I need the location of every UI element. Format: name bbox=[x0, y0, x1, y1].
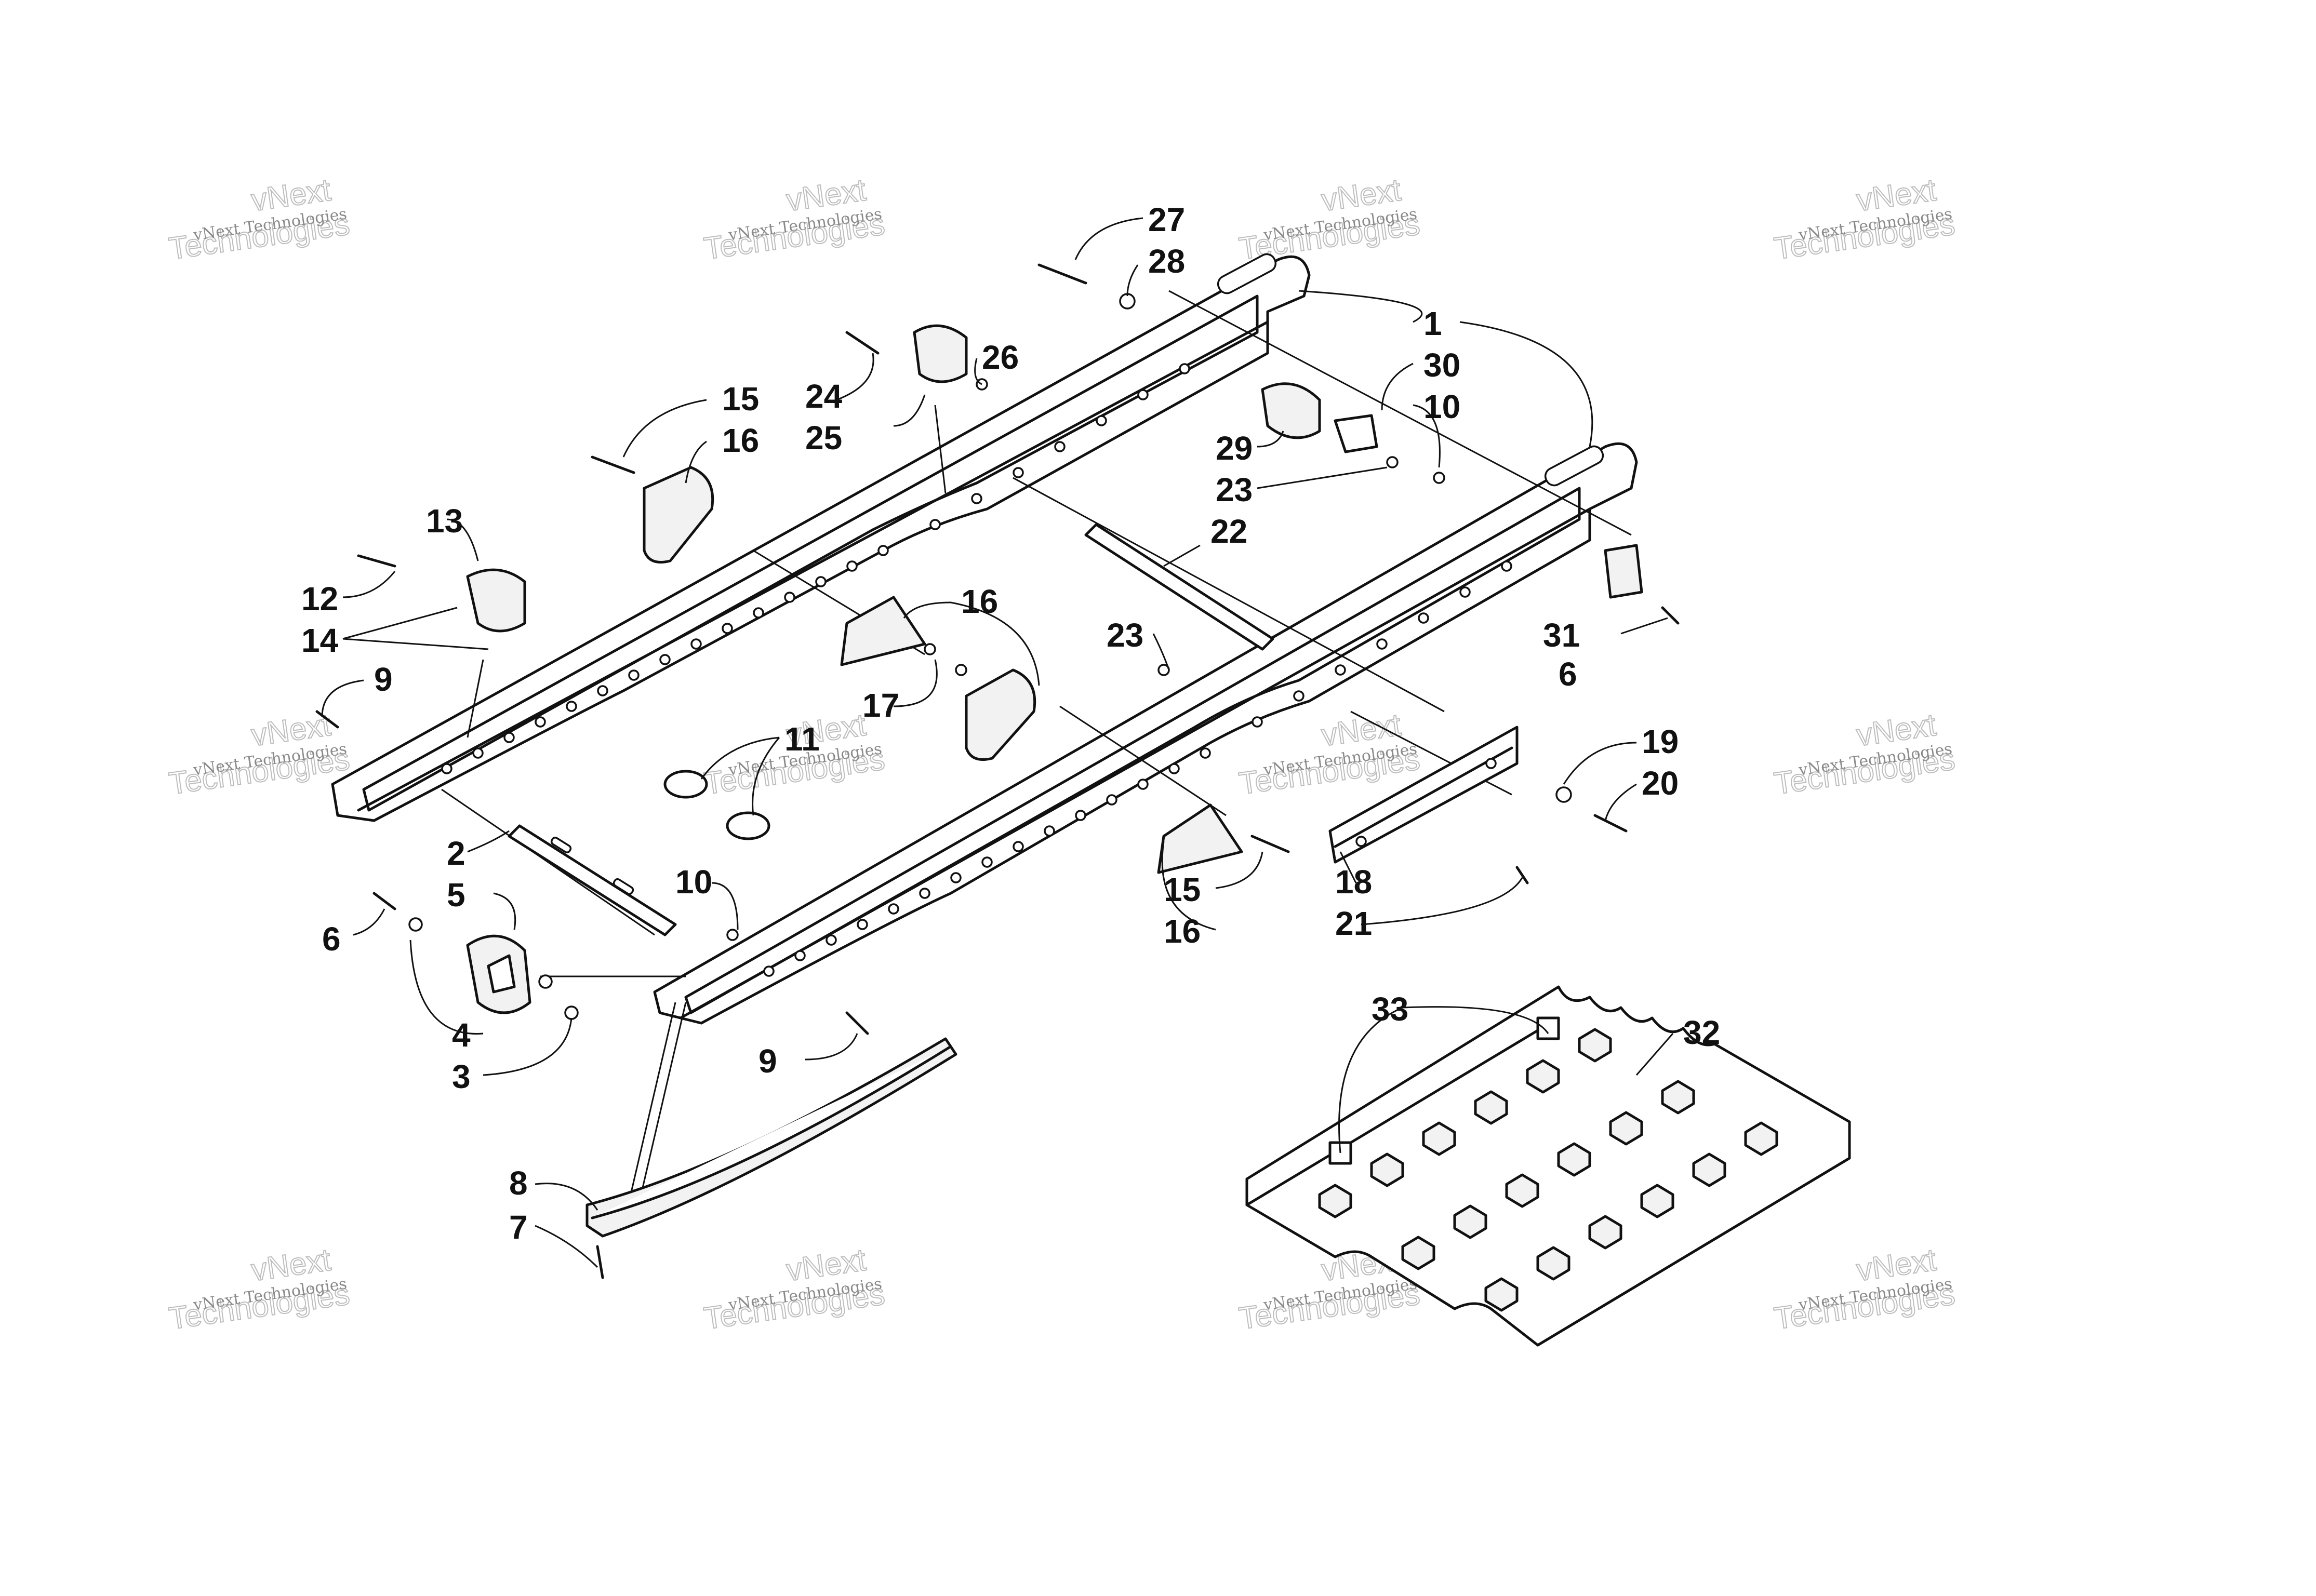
callout-11: 11 bbox=[784, 720, 820, 758]
callout-22: 22 bbox=[1210, 513, 1247, 550]
callout-32: 32 bbox=[1683, 1014, 1720, 1051]
track-lugs bbox=[1318, 1028, 1778, 1312]
callout-15a: 15 bbox=[722, 380, 759, 418]
rail-left bbox=[331, 253, 1311, 822]
plate-16a bbox=[643, 466, 714, 564]
watermark: vNext Technologies vNext Technologies bbox=[1772, 707, 1958, 802]
callout-26: 26 bbox=[982, 339, 1019, 376]
callout-16a: 16 bbox=[722, 422, 759, 459]
callout-19: 19 bbox=[1642, 723, 1679, 760]
callout-21: 21 bbox=[1335, 905, 1372, 942]
callout-9b: 9 bbox=[758, 1042, 777, 1080]
watermark: vNext Technologies vNext Technologies bbox=[701, 1242, 887, 1337]
bolts bbox=[315, 263, 1680, 1279]
bracket-31 bbox=[1604, 544, 1643, 599]
shaft-2 bbox=[508, 824, 677, 936]
plate-16d bbox=[1157, 803, 1243, 874]
watermark: vNext Technologies vNext Technologies bbox=[1236, 172, 1422, 267]
callout-2: 2 bbox=[447, 835, 465, 872]
callout-10b: 10 bbox=[675, 863, 712, 901]
plate-16c bbox=[965, 668, 1036, 761]
watermark: vNext Technologies vNext Technologies bbox=[1772, 172, 1958, 267]
callout-23a: 23 bbox=[1216, 471, 1253, 508]
track-32 bbox=[1245, 985, 1851, 1347]
rail-right-holes bbox=[763, 560, 1512, 977]
watermark: vNext Technologies vNext Technologies bbox=[166, 707, 352, 802]
bumper-5 bbox=[466, 934, 531, 1014]
shaft-22 bbox=[1084, 523, 1274, 651]
callout-10a: 10 bbox=[1423, 388, 1460, 425]
bumper-13 bbox=[466, 568, 526, 633]
callout-7: 7 bbox=[509, 1209, 528, 1246]
callout-29: 29 bbox=[1216, 430, 1253, 467]
callout-33: 33 bbox=[1372, 990, 1408, 1028]
wear-strip-8 bbox=[585, 1037, 957, 1238]
callout-leaders bbox=[321, 217, 1674, 1268]
callout-27: 27 bbox=[1148, 201, 1185, 238]
bumper-29 bbox=[1261, 382, 1378, 453]
callout-18: 18 bbox=[1335, 863, 1372, 901]
callout-13: 13 bbox=[426, 502, 463, 540]
rail-left-holes bbox=[441, 363, 1190, 774]
bumper-25 bbox=[913, 324, 968, 383]
callout-16b: 16 bbox=[961, 583, 998, 620]
callout-15b: 15 bbox=[1164, 871, 1201, 908]
callout-25: 25 bbox=[805, 419, 842, 457]
callout-6b: 6 bbox=[1559, 655, 1577, 693]
callout-20: 20 bbox=[1642, 765, 1679, 802]
callout-16c: 16 bbox=[1164, 913, 1201, 950]
watermark: vNext Technologies vNext Technologies bbox=[166, 1242, 352, 1337]
watermark: vNext Technologies vNext Technologies bbox=[1772, 1242, 1958, 1337]
watermark: vNext Technologies vNext Technologies bbox=[166, 172, 352, 267]
callout-1: 1 bbox=[1423, 305, 1442, 342]
callout-17: 17 bbox=[862, 687, 899, 724]
plate-16b bbox=[840, 596, 926, 666]
callout-9a: 9 bbox=[374, 661, 393, 698]
callout-23b: 23 bbox=[1107, 616, 1143, 654]
callout-4: 4 bbox=[452, 1016, 471, 1054]
callout-8: 8 bbox=[509, 1164, 528, 1202]
callout-30: 30 bbox=[1423, 346, 1460, 384]
callout-31: 31 bbox=[1543, 616, 1580, 654]
callout-14: 14 bbox=[301, 622, 339, 659]
watermark: vNext Technologies vNext Technologies bbox=[701, 172, 887, 267]
callout-12: 12 bbox=[301, 580, 338, 618]
callouts: 27 28 1 30 10 29 23 22 26 24 25 15 16 13… bbox=[301, 201, 1720, 1246]
callout-6a: 6 bbox=[322, 920, 341, 958]
bracket-18 bbox=[1328, 726, 1519, 864]
rail-right bbox=[653, 442, 1638, 1025]
callout-28: 28 bbox=[1148, 243, 1185, 280]
callout-24: 24 bbox=[805, 378, 843, 415]
callout-3: 3 bbox=[452, 1058, 471, 1095]
clamps-11 bbox=[663, 770, 770, 840]
callout-5: 5 bbox=[447, 876, 465, 914]
